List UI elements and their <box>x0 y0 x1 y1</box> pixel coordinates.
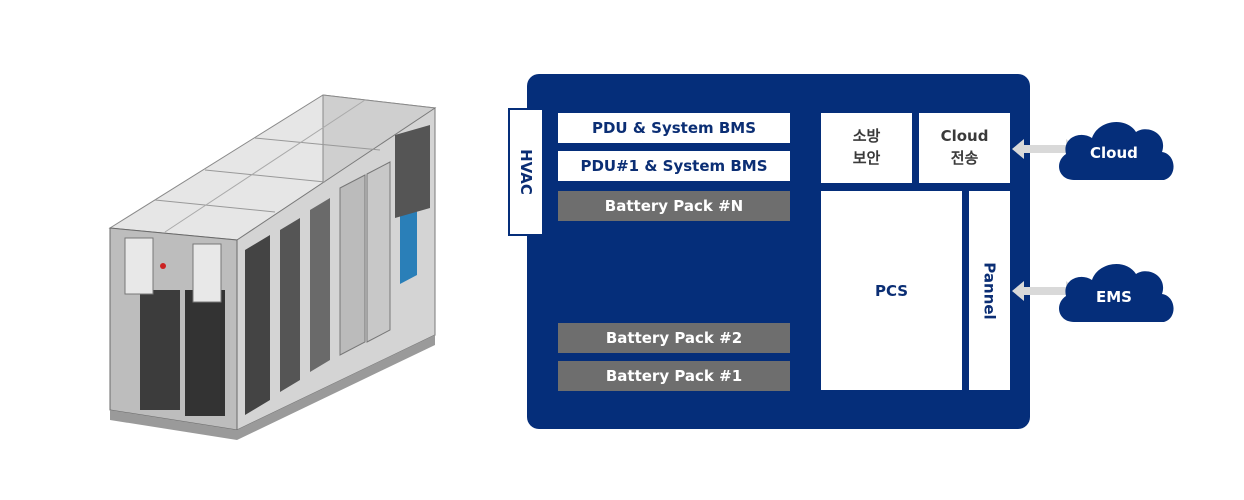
pdu-system-bms-label: PDU & System BMS <box>591 119 757 137</box>
pcs-label: PCS <box>874 281 909 300</box>
fire-security-line1: 소방 <box>852 127 881 146</box>
ess-container-illustration <box>108 94 437 440</box>
pannel-module: Pannel <box>969 191 1010 390</box>
battery-pack-n: Battery Pack #N <box>558 191 790 221</box>
battery-pack-1-label: Battery Pack #1 <box>605 367 743 385</box>
battery-pack-2-label: Battery Pack #2 <box>605 329 743 347</box>
pcs-module: PCS <box>821 191 962 390</box>
battery-pack-1: Battery Pack #1 <box>558 361 790 391</box>
hvac-label: HVAC <box>517 149 536 195</box>
cloud-transfer-module: Cloud 전송 <box>919 113 1010 183</box>
cloud-shape-icon <box>1059 121 1174 180</box>
ems-cloud-shape-icon <box>1059 263 1174 322</box>
battery-pack-2: Battery Pack #2 <box>558 323 790 353</box>
pdu1-system-bms-label: PDU#1 & System BMS <box>580 157 768 175</box>
pdu-system-bms-module: PDU & System BMS <box>558 113 790 143</box>
pdu1-system-bms-module: PDU#1 & System BMS <box>558 151 790 181</box>
cloud-label: Cloud <box>1090 144 1138 162</box>
hvac-module: HVAC <box>508 108 544 236</box>
battery-pack-n-label: Battery Pack #N <box>604 197 744 215</box>
fire-security-module: 소방 보안 <box>821 113 912 183</box>
pannel-label: Pannel <box>980 261 999 320</box>
cloud-link-arrow <box>1012 139 1078 159</box>
cloud-transfer-line2: 전송 <box>950 149 979 167</box>
ems-label: EMS <box>1096 288 1132 306</box>
fire-security-line2: 보안 <box>852 149 881 167</box>
cloud-node: Cloud <box>1052 110 1182 192</box>
ems-node: EMS <box>1052 252 1182 334</box>
cloud-transfer-line1: Cloud <box>940 127 989 146</box>
ems-link-arrow <box>1012 281 1078 301</box>
